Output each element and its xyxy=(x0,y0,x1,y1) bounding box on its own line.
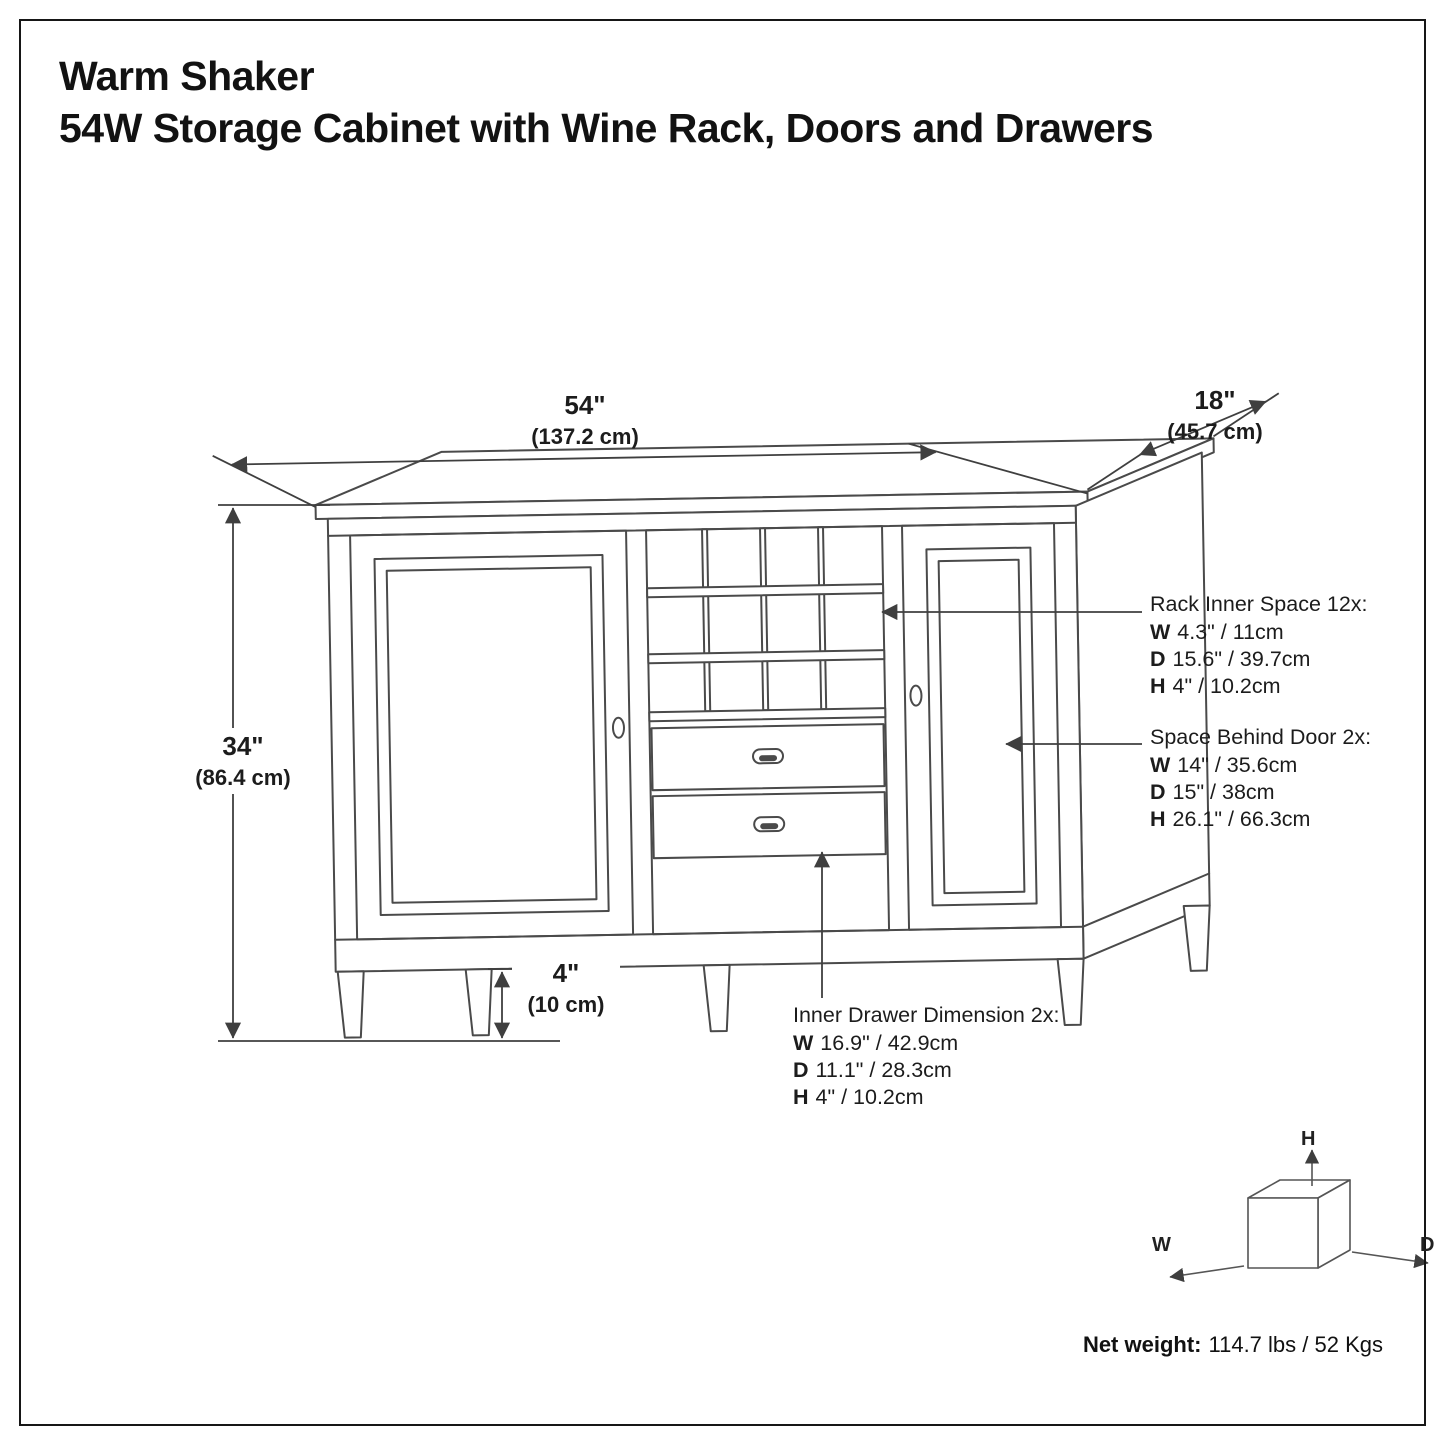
front-leg xyxy=(1056,957,1085,1027)
dim-key: W xyxy=(793,1031,814,1055)
axis-w-label: W xyxy=(1152,1234,1171,1256)
dim-value: 14" / 35.6cm xyxy=(1177,753,1298,777)
dim-value: 16.9" / 42.9cm xyxy=(820,1031,959,1055)
front-leg xyxy=(702,963,731,1033)
depth-dimension-label: 18" (45.7 cm) xyxy=(1135,385,1295,445)
dim-value: 15.6" / 39.7cm xyxy=(1172,647,1311,671)
depth-arrow xyxy=(1139,399,1267,457)
cube-front-face xyxy=(1247,1197,1319,1269)
dim-key: H xyxy=(1150,674,1166,698)
dim-key: D xyxy=(1150,780,1166,804)
cabinet-right-side xyxy=(1074,451,1211,960)
net-weight-value: 114.7 lbs / 52 Kgs xyxy=(1208,1332,1384,1357)
front-leg xyxy=(336,970,365,1039)
extension-line xyxy=(908,442,1088,495)
width-dimension-label: 54" (137.2 cm) xyxy=(455,390,715,450)
drawer-pull-bottom-cup xyxy=(760,823,779,830)
width-metric: (137.2 cm) xyxy=(531,424,639,449)
dim-key: W xyxy=(1150,753,1171,777)
left-door-panel-bevel xyxy=(385,566,598,904)
leg-height-value: 4" xyxy=(552,958,580,988)
leg-height-dimension-label: 4" (10 cm) xyxy=(512,955,620,1021)
height-metric: (86.4 cm) xyxy=(195,765,291,790)
dim-key: D xyxy=(793,1058,809,1082)
front-leg xyxy=(464,968,493,1037)
dim-value: 4" / 10.2cm xyxy=(1172,674,1281,698)
orientation-cube xyxy=(1169,1149,1429,1283)
dim-value: 4.3" / 11cm xyxy=(1177,620,1284,644)
dim-key: W xyxy=(1150,620,1171,644)
depth-dimension xyxy=(1086,392,1280,491)
dim-key: H xyxy=(1150,807,1166,831)
axis-h-label: H xyxy=(1301,1128,1316,1150)
net-weight-label: Net weight: xyxy=(1082,1332,1202,1357)
height-dimension-label: 34" (86.4 cm) xyxy=(188,728,298,794)
left-door-panel xyxy=(373,554,610,916)
leg-height-metric: (10 cm) xyxy=(527,992,605,1017)
depth-value: 18" xyxy=(1194,385,1236,415)
height-value: 34" xyxy=(222,731,264,761)
axis-w-arrow xyxy=(1169,1265,1245,1283)
wine-rack-shelf xyxy=(646,583,885,599)
right-door-panel-bevel xyxy=(937,558,1026,895)
axis-d-arrow xyxy=(1351,1251,1429,1269)
left-door-handle xyxy=(611,716,625,739)
left-door xyxy=(349,529,635,941)
cabinet xyxy=(314,437,1215,1039)
dim-key: D xyxy=(1150,647,1166,671)
width-arrow xyxy=(231,444,937,473)
door-callout-title: Space Behind Door 2x: xyxy=(1150,725,1372,749)
product-name: Warm Shaker xyxy=(59,53,315,99)
dim-value: 26.1" / 66.3cm xyxy=(1172,807,1311,831)
depth-metric: (45.7 cm) xyxy=(1167,419,1263,444)
callout-leaders xyxy=(813,603,1142,998)
axis-d-label: D xyxy=(1420,1234,1435,1256)
extension-line xyxy=(212,455,316,508)
wine-rack-bottom-board xyxy=(648,707,887,723)
width-dimension xyxy=(212,442,1088,508)
rack-callout-title: Rack Inner Space 12x: xyxy=(1150,592,1368,616)
width-value: 54" xyxy=(564,390,606,420)
cabinet-side-rail-line xyxy=(1082,872,1211,928)
dim-value: 4" / 10.2cm xyxy=(815,1085,924,1109)
dim-value: 15" / 38cm xyxy=(1172,780,1275,804)
net-weight: Net weight:114.7 lbs / 52 Kgs xyxy=(1083,1332,1383,1358)
right-door-handle xyxy=(909,684,923,707)
drawer-pull-top-cup xyxy=(759,755,778,762)
dim-value: 11.1" / 28.3cm xyxy=(815,1058,952,1082)
dim-key: H xyxy=(793,1085,809,1109)
cabinet-back-leg xyxy=(1182,904,1211,972)
right-door xyxy=(901,522,1063,931)
page-title: Warm Shaker 54W Storage Cabinet with Win… xyxy=(59,50,1154,155)
product-description: 54W Storage Cabinet with Wine Rack, Door… xyxy=(59,105,1154,152)
right-door-panel xyxy=(925,546,1038,907)
drawer-callout-title: Inner Drawer Dimension 2x: xyxy=(793,1003,1060,1027)
wine-rack-shelf xyxy=(647,649,886,665)
